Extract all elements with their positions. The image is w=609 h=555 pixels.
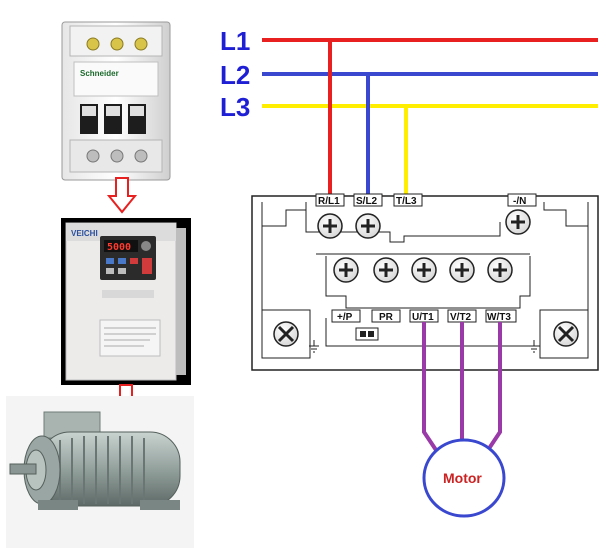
bottom-terminal-screws	[333, 257, 513, 283]
ground-icon	[529, 340, 539, 353]
down-arrow-icon	[106, 177, 138, 214]
terminal-label-n: -/N	[513, 196, 526, 207]
drive-display-text: 5000	[107, 242, 131, 253]
terminal-block	[251, 195, 599, 371]
screw-icon	[487, 257, 513, 283]
ground-terminal-right	[529, 321, 579, 353]
ground-icon	[309, 340, 319, 353]
motor-symbol: Motor	[422, 438, 506, 518]
circuit-breaker-image: Schneider	[61, 21, 171, 181]
terminal-label-sl2: S/L2	[356, 196, 378, 207]
electric-motor-image	[6, 396, 194, 548]
line-label-l2: L2	[220, 60, 250, 90]
ground-terminal-left	[273, 321, 319, 353]
breaker-brand-text: Schneider	[80, 69, 119, 78]
line-label-l1: L1	[220, 26, 250, 56]
terminal-label-ut1: U/T1	[412, 312, 434, 323]
terminal-label-p: +/P	[337, 312, 353, 323]
screw-icon	[373, 257, 399, 283]
screw-icon	[505, 209, 531, 235]
jumper-icon	[355, 327, 379, 341]
supply-lines	[262, 38, 598, 196]
terminal-label-rl1: R/L1	[318, 196, 340, 207]
screw-icon	[355, 213, 381, 239]
drive-brand-text: VEICHI	[71, 229, 98, 238]
terminal-label-pr: PR	[379, 312, 394, 323]
screw-icon	[317, 213, 343, 239]
screw-icon	[333, 257, 359, 283]
top-terminal-screws	[317, 209, 531, 239]
terminal-label-wt3: W/T3	[487, 312, 511, 323]
frequency-drive-image: VEICHI 5000	[61, 218, 191, 385]
motor-label: Motor	[443, 470, 482, 486]
line-label-l3: L3	[220, 92, 250, 122]
screw-icon	[449, 257, 475, 283]
screw-icon	[411, 257, 437, 283]
terminal-label-tl3: T/L3	[396, 196, 417, 207]
motor-wires	[422, 322, 502, 452]
terminal-label-vt2: V/T2	[450, 312, 472, 323]
